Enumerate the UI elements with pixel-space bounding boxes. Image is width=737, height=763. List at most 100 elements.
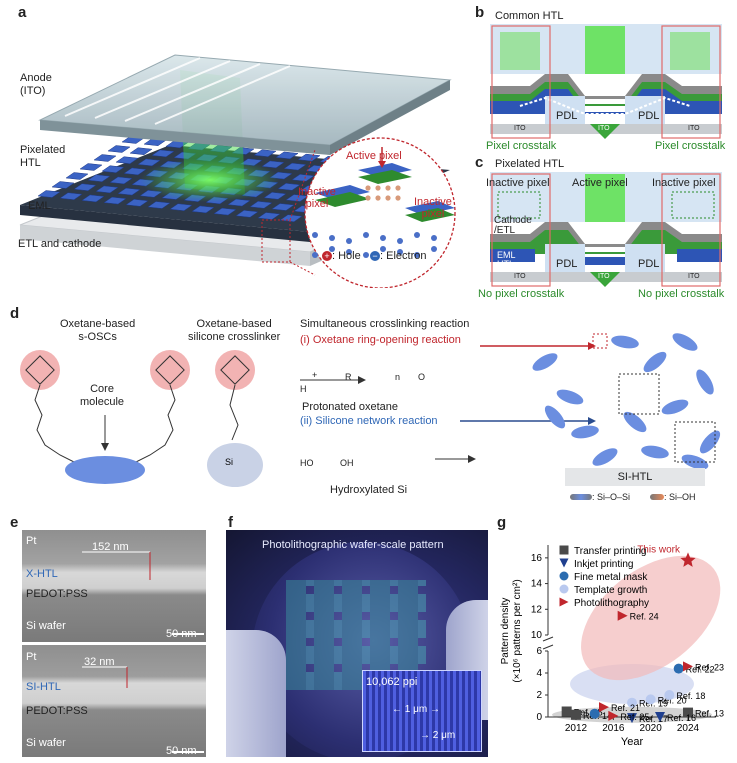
network-segment bbox=[544, 405, 566, 429]
axis-break-1 bbox=[542, 636, 554, 642]
sioh-icon bbox=[650, 494, 664, 500]
legend-marker bbox=[559, 558, 569, 568]
zoom-circle bbox=[304, 137, 456, 288]
htl-pixel bbox=[51, 181, 75, 189]
data-point bbox=[683, 707, 693, 718]
htl-pixel bbox=[101, 165, 125, 173]
legend-hole: +: Hole bbox=[322, 250, 361, 262]
electron-dots bbox=[312, 232, 437, 258]
wafer-photo bbox=[226, 530, 488, 757]
c-ito-2: ITO bbox=[598, 273, 610, 280]
network-ellipses bbox=[532, 333, 721, 470]
e-top-measure: 152 nm bbox=[92, 541, 129, 553]
data-point-label: Ref. 13 bbox=[695, 709, 724, 719]
y-tick-label: 14 bbox=[531, 579, 543, 590]
y-axis-label: (×10⁶ patterns per cm²) bbox=[512, 579, 523, 682]
legend-label: Inkjet printing bbox=[574, 559, 633, 570]
htl-pixel bbox=[125, 199, 149, 207]
d-network bbox=[532, 333, 721, 470]
label-anode: Anode (ITO) bbox=[20, 72, 52, 97]
d-reaction-arrows bbox=[300, 342, 596, 463]
htl-pixel bbox=[263, 192, 287, 200]
htl-pixel bbox=[257, 212, 281, 220]
d-reaction1: (i) Oxetane ring-opening reaction bbox=[300, 334, 461, 346]
htl-pixel bbox=[249, 201, 273, 209]
y-tick-label: 2 bbox=[536, 690, 542, 701]
data-point bbox=[655, 712, 665, 722]
htl-pixel bbox=[191, 205, 215, 214]
htl-pixel bbox=[235, 210, 259, 218]
y-tick-label: 6 bbox=[536, 646, 542, 657]
legend-marker bbox=[559, 571, 569, 581]
htl-pixel bbox=[169, 203, 193, 211]
network-segment bbox=[611, 335, 639, 349]
c-ito-3: ITO bbox=[688, 273, 700, 280]
x-tick-label: 2020 bbox=[640, 723, 663, 734]
c-no-crosstalk-right: No pixel crosstalk bbox=[638, 288, 725, 300]
panel-f-letter: f bbox=[228, 514, 233, 531]
c-no-crosstalk-left: No pixel crosstalk bbox=[478, 288, 565, 300]
e-bot-scale: 50 nm bbox=[166, 745, 197, 757]
siosi-icon bbox=[570, 494, 592, 500]
legend-label: Fine metal mask bbox=[574, 572, 648, 583]
c-pdl-left: PDL bbox=[556, 258, 578, 270]
d-reaction2: (ii) Silicone network reaction bbox=[300, 415, 438, 427]
chem-o: O bbox=[418, 372, 426, 382]
hole-dot bbox=[365, 195, 371, 201]
legend-marker bbox=[559, 597, 569, 607]
d-core: Core molecule bbox=[80, 383, 125, 408]
label-pixelated-htl: Pixelated HTL bbox=[20, 144, 66, 169]
data-point-label: Ref. 16 bbox=[667, 713, 696, 723]
panel-c-letter: c bbox=[475, 154, 484, 171]
htl-pixel bbox=[87, 174, 111, 182]
htl-pixel bbox=[275, 151, 299, 160]
network-segment bbox=[672, 333, 698, 351]
panel-e-letter: e bbox=[10, 514, 19, 531]
chem-oh: OH bbox=[340, 458, 354, 468]
network-segment bbox=[643, 351, 667, 373]
data-point bbox=[608, 710, 619, 721]
e-top-si: Si wafer bbox=[26, 620, 66, 632]
hole-dot bbox=[365, 185, 371, 191]
network-segment bbox=[532, 353, 558, 371]
e-bot-htl: SI-HTL bbox=[26, 681, 61, 693]
y-axis-label: Pattern density bbox=[500, 598, 511, 665]
electron-icon: − bbox=[370, 251, 380, 261]
data-point bbox=[561, 706, 572, 717]
data-point-label: Ref. 22 bbox=[686, 665, 715, 675]
htl-pixel bbox=[79, 163, 103, 171]
data-point bbox=[599, 702, 609, 713]
data-point bbox=[673, 663, 684, 674]
chem-r-1: R bbox=[345, 372, 352, 382]
b-pdl-right: PDL bbox=[638, 110, 660, 122]
data-point-label: Ref. 21 bbox=[611, 703, 640, 713]
electron-dot bbox=[431, 246, 437, 252]
legend-label: Template growth bbox=[574, 585, 647, 596]
htl-pixel bbox=[123, 167, 147, 176]
f-ppi: 10,062 ppi bbox=[366, 676, 418, 688]
panel-c-title: Pixelated HTL bbox=[495, 158, 565, 170]
electron-dot bbox=[431, 235, 437, 241]
hole-dot bbox=[395, 185, 401, 191]
b-crosstalk-left: Pixel crosstalk bbox=[486, 140, 557, 152]
c-cathode: Cathode /ETL bbox=[494, 215, 532, 236]
b-ito-1: ITO bbox=[514, 125, 526, 132]
hole-dot bbox=[375, 195, 381, 201]
panel-b-title: Common HTL bbox=[495, 10, 564, 22]
htl-pixel bbox=[261, 160, 285, 169]
electron-dot bbox=[363, 252, 369, 258]
f-um2: → 2 μm bbox=[420, 730, 456, 741]
data-point bbox=[627, 697, 637, 708]
network-segment bbox=[556, 389, 584, 405]
chem-h: H bbox=[300, 384, 307, 394]
htl-pixel bbox=[95, 185, 119, 194]
hole-dot bbox=[385, 195, 391, 201]
data-point-label: Ref. 17 bbox=[639, 714, 668, 724]
e-top-scale: 50 nm bbox=[166, 628, 197, 640]
data-point bbox=[589, 708, 600, 719]
htl-pixel bbox=[297, 153, 321, 162]
data-point bbox=[571, 709, 581, 720]
electron-dot bbox=[312, 252, 318, 258]
c-inactive-right: Inactive pixel bbox=[652, 177, 716, 189]
b-crosstalk-right: Pixel crosstalk bbox=[655, 140, 726, 152]
